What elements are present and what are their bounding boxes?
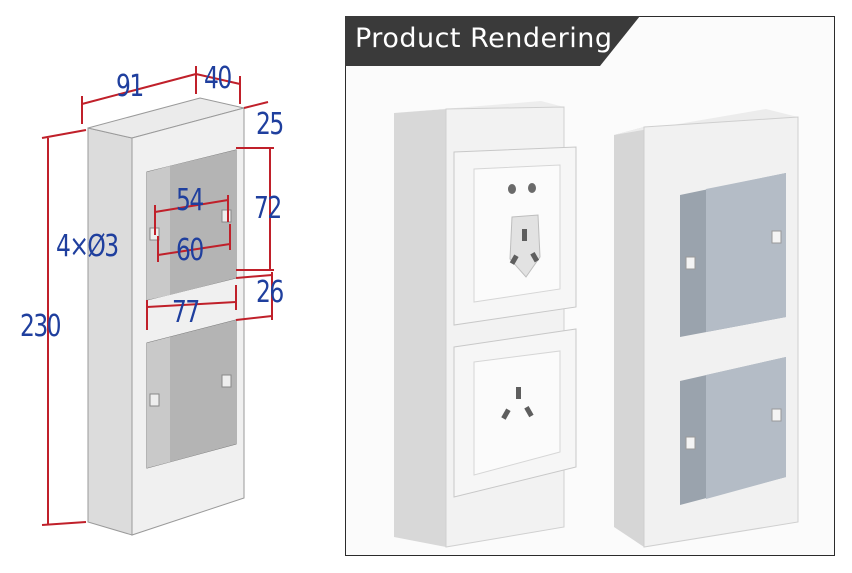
rendering-title: Product Rendering: [355, 23, 613, 54]
product-rendering-panel: [345, 16, 835, 556]
dimension-lines: [41, 66, 274, 526]
right-box-side: [614, 127, 644, 547]
dimension-hole-spacing-54: 54: [176, 183, 204, 218]
left-box-side: [394, 109, 446, 547]
dimension-cutout-gap: 26: [256, 275, 284, 310]
dimension-hole-note: 4×Ø3: [56, 229, 119, 264]
rendering-banner: Product Rendering: [345, 16, 640, 66]
drawing-illustration: [41, 66, 274, 536]
dimension-width: 91: [116, 69, 144, 104]
dimension-height: 230: [20, 309, 62, 344]
dimension-depth: 40: [204, 61, 232, 96]
dimension-cutout-height: 72: [254, 191, 282, 226]
dimension-hole-spacing-60: 60: [176, 233, 204, 268]
box-side-face: [87, 127, 133, 536]
rendering-illustration: [394, 101, 799, 548]
dimension-inner-depth: 25: [256, 107, 284, 142]
dimension-cutout-width: 77: [172, 295, 200, 330]
technical-drawing: 91 40 25 230 4×Ø3 54 60 72 77 26: [0, 0, 335, 573]
